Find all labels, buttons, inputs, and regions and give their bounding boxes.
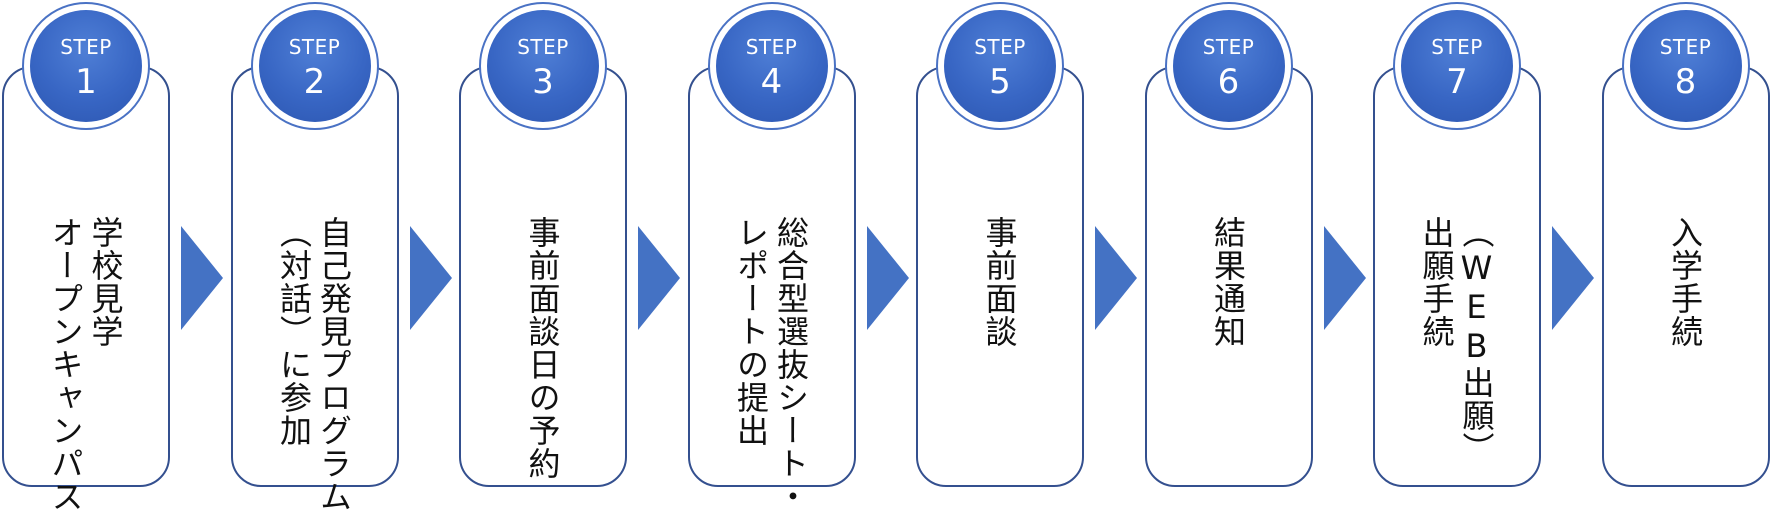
step-badge-7: STEP 7 xyxy=(1393,2,1521,130)
arrow-right-icon xyxy=(1552,226,1594,330)
step-card-2: 自己発見プログラム （対話）に参加 xyxy=(230,66,399,513)
step-number: 8 xyxy=(1674,62,1697,102)
step-card-5: 事前面談 xyxy=(916,66,1084,487)
step-badge-circle: STEP 7 xyxy=(1401,10,1513,122)
step-description: 事前面談 xyxy=(980,216,1019,348)
step-description: 学校見学 オープンキャンパス xyxy=(46,216,125,513)
step-number: 7 xyxy=(1446,62,1468,102)
arrow-right-icon xyxy=(409,226,452,330)
step-badge-circle: STEP 1 xyxy=(30,10,142,122)
arrow-right-icon xyxy=(638,226,680,330)
step-badge-circle: STEP 3 xyxy=(487,10,599,122)
step-number: 1 xyxy=(75,62,97,102)
step-description: 自己発見プログラム （対話）に参加 xyxy=(275,216,353,513)
step-badge-2: STEP 2 xyxy=(250,2,379,130)
step-badge-1: STEP 1 xyxy=(22,2,150,130)
step-card-8: 入学手続 xyxy=(1601,66,1770,487)
step-badge-6: STEP 6 xyxy=(1164,2,1293,130)
step-card-1: 学校見学 オープンキャンパス xyxy=(2,66,170,513)
step-card-4: 総合型選抜シート・ レポートの提出 xyxy=(687,66,856,513)
arrow-right-icon xyxy=(866,226,909,330)
step-badge-8: STEP 8 xyxy=(1621,2,1750,130)
step-number: 6 xyxy=(1217,62,1240,102)
step-label: STEP xyxy=(517,35,569,59)
step-label: STEP xyxy=(288,35,341,59)
step-label: STEP xyxy=(1202,35,1255,59)
step-badge-circle: STEP 6 xyxy=(1172,10,1285,122)
step-label: STEP xyxy=(745,35,798,59)
step-badge-circle: STEP 4 xyxy=(715,10,828,122)
step-description: 総合型選抜シート・ レポートの提出 xyxy=(732,216,810,513)
arrow-right-icon xyxy=(181,226,223,330)
step-badge-5: STEP 5 xyxy=(936,2,1064,130)
step-badge-4: STEP 4 xyxy=(707,2,836,130)
step-card-6: 結果通知 xyxy=(1144,66,1313,487)
step-label: STEP xyxy=(974,35,1026,59)
step-description: 入学手続 xyxy=(1666,216,1704,348)
step-number: 4 xyxy=(760,62,783,102)
step-badge-circle: STEP 8 xyxy=(1629,10,1742,122)
step-label: STEP xyxy=(60,35,112,59)
step-number: 5 xyxy=(989,62,1011,102)
step-description: 事前面談日の予約 xyxy=(523,216,562,480)
step-card-3: 事前面談日の予約 xyxy=(459,66,627,487)
step-number: 2 xyxy=(303,62,326,102)
step-description: 結果通知 xyxy=(1209,216,1247,348)
step-badge-circle: STEP 2 xyxy=(258,10,371,122)
step-card-7: （WEB出願） 出願手続 xyxy=(1373,66,1541,487)
step-description: （WEB出願） 出願手続 xyxy=(1417,216,1496,465)
step-badge-circle: STEP 5 xyxy=(944,10,1056,122)
arrow-right-icon xyxy=(1095,226,1137,330)
step-number: 3 xyxy=(532,62,554,102)
step-label: STEP xyxy=(1659,35,1712,59)
arrow-right-icon xyxy=(1323,226,1366,330)
step-label: STEP xyxy=(1431,35,1483,59)
step-badge-3: STEP 3 xyxy=(479,2,607,130)
